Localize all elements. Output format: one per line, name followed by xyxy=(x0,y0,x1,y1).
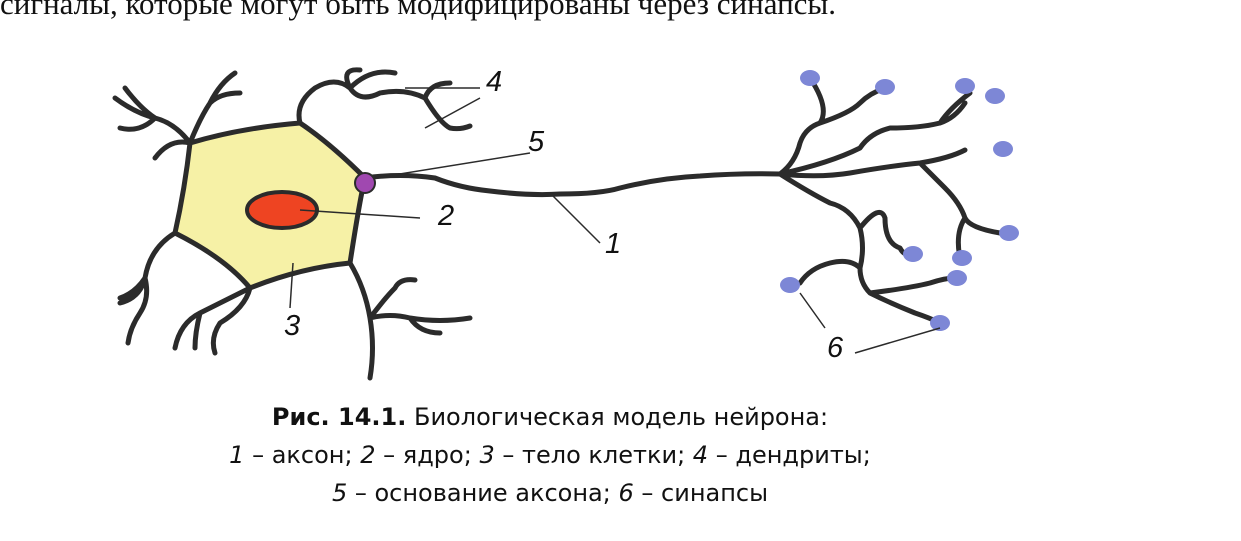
axon xyxy=(362,171,783,198)
intro-text: сигналы, которые могут быть модифицирова… xyxy=(0,0,837,21)
leader-line-1 xyxy=(549,192,601,244)
caption-item-text: – дендриты; xyxy=(715,441,871,469)
dendrite-top xyxy=(296,67,473,132)
synapse xyxy=(999,225,1019,241)
synapse xyxy=(955,78,975,94)
label-synapses: 6 xyxy=(827,332,844,364)
caption-item-text: – аксон; xyxy=(252,441,353,469)
caption-line-3: 5 – основание аксона; 6 – синапсы xyxy=(100,474,1000,512)
caption-item-text: – синапсы xyxy=(641,479,769,507)
caption-item-text: – ядро; xyxy=(383,441,472,469)
synapse xyxy=(780,277,800,293)
caption-title: Биологическая модель нейрона: xyxy=(413,403,829,431)
leader-lines xyxy=(289,87,941,354)
caption-item-num: 6 xyxy=(618,479,634,507)
synapse xyxy=(993,141,1013,157)
nucleus xyxy=(245,190,319,230)
leader-line-3 xyxy=(289,262,294,309)
label-axon-hillock: 5 xyxy=(528,126,545,158)
caption-item-text: – основание аксона; xyxy=(354,479,611,507)
dendrite-bottom xyxy=(347,260,473,381)
caption-item-num: 5 xyxy=(331,479,348,507)
label-cell-body: 3 xyxy=(284,310,301,342)
leader-line-4 xyxy=(405,87,481,129)
axon-hillock xyxy=(354,172,376,194)
leader-line-6 xyxy=(799,292,941,354)
figure-caption: Рис. 14.1. Биологическая модель нейрона:… xyxy=(100,398,1000,512)
leader-line-5 xyxy=(374,152,531,179)
caption-item-num: 4 xyxy=(692,441,709,469)
label-nucleus: 2 xyxy=(438,200,455,232)
neuron-diagram xyxy=(112,67,1019,381)
caption-item-num: 3 xyxy=(479,441,495,469)
synapse xyxy=(875,79,895,95)
caption-item-text: – тело клетки; xyxy=(502,441,686,469)
neuron-figure: 1 2 3 4 5 6 xyxy=(60,48,1040,388)
leader-line-2 xyxy=(299,209,421,219)
label-dendrites: 4 xyxy=(486,66,503,98)
caption-line-1: Рис. 14.1. Биологическая модель нейрона: xyxy=(100,398,1000,436)
dendrite-upper-left xyxy=(112,70,243,161)
dendrite-lower-left xyxy=(117,230,253,356)
synapse xyxy=(903,246,923,262)
synapse xyxy=(930,315,950,331)
label-axon: 1 xyxy=(605,228,622,260)
axon-terminals xyxy=(777,75,1003,326)
synapse xyxy=(947,270,967,286)
neuron-lines xyxy=(112,67,1003,381)
synapse xyxy=(952,250,972,266)
synapse xyxy=(985,88,1005,104)
caption-line-2: 1 – аксон; 2 – ядро; 3 – тело клетки; 4 … xyxy=(100,436,1000,474)
caption-item-num: 1 xyxy=(229,441,245,469)
caption-prefix: Рис. 14.1. xyxy=(271,403,407,431)
synapse xyxy=(800,70,820,86)
synapses xyxy=(780,70,1019,331)
caption-item-num: 2 xyxy=(360,441,376,469)
